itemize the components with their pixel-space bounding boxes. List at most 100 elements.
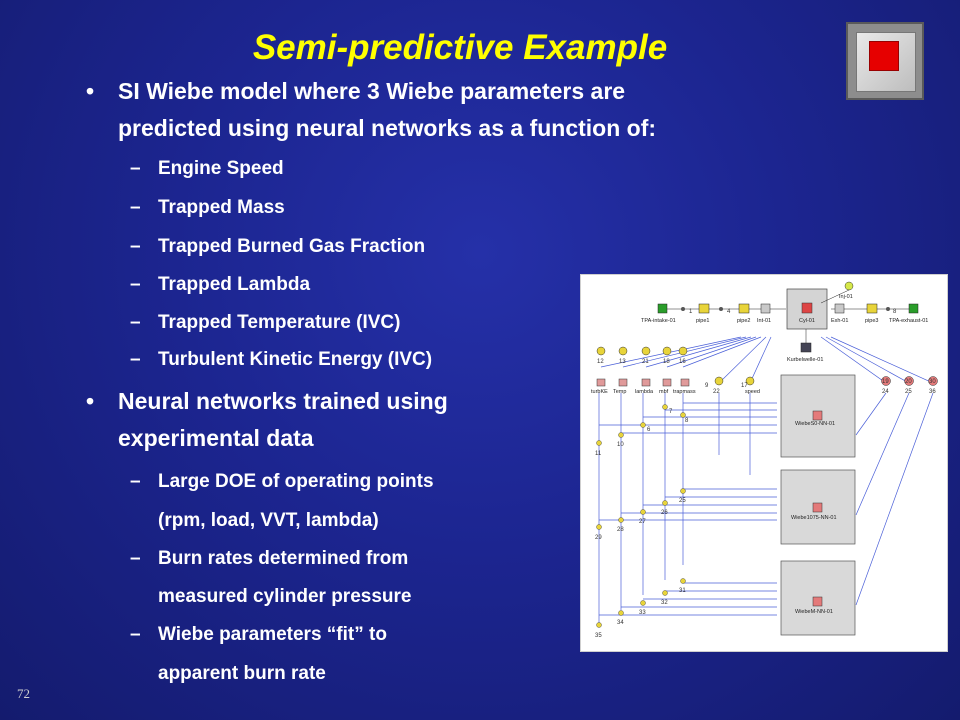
sensor-box-icon — [596, 378, 606, 387]
sensor-icon — [928, 376, 938, 386]
dash-marker: – — [130, 274, 141, 295]
label-exh: Exh-01 — [831, 318, 848, 324]
sensor-icon — [881, 376, 891, 386]
logo-red-square — [869, 41, 899, 71]
dash-marker: – — [130, 624, 141, 645]
sub-item-doe-line-1: Large DOE of operating points — [158, 471, 434, 492]
sensor-icon — [714, 376, 724, 386]
bullet-1-line-1: SI Wiebe model where 3 Wiebe parameters … — [118, 78, 626, 104]
sub-item-doe-line-2: (rpm, load, VVT, lambda) — [158, 510, 379, 531]
num-17: 17 — [741, 383, 748, 389]
bullet-1-line-2: predicted using neural networks as a fun… — [118, 115, 657, 141]
label-wiebes0: WiebeS0-NN-01 — [795, 421, 835, 427]
num-19: 19 — [882, 379, 889, 385]
pipe-icon — [698, 303, 710, 314]
label-trapmass: trapmass — [673, 389, 696, 395]
num-8: 8 — [893, 309, 897, 315]
sub-item-burn-line-1: Burn rates determined from — [158, 548, 409, 569]
num-6: 6 — [647, 427, 651, 433]
dash-marker: – — [130, 197, 141, 218]
label-pipe1: pipe1 — [696, 318, 709, 324]
node-icon — [596, 440, 602, 446]
model-diagram-svg: TPA-intake-01 pipe1 pipe2 Int-01 Cyl-01 … — [591, 281, 938, 639]
logo-icon — [846, 22, 924, 100]
label-wiebem: WiebeM-NN-01 — [795, 609, 833, 615]
sub-item-engine-speed: Engine Speed — [158, 158, 284, 179]
label-turbke: turbKE — [591, 389, 608, 395]
label-speed: speed — [745, 389, 760, 395]
nn-icon — [812, 410, 823, 421]
intake-icon — [657, 303, 668, 314]
bullet-2-line-1: Neural networks trained using — [118, 388, 448, 414]
num-26: 26 — [661, 510, 668, 516]
pipe-icon — [738, 303, 750, 314]
sensor-box-icon — [680, 378, 690, 387]
node-icon — [662, 500, 668, 506]
label-pipe2: pipe2 — [737, 318, 750, 324]
sensor-row-2: turbKE Temp lambda mbf trapmass speed 9 … — [591, 376, 760, 395]
node-icon — [640, 509, 646, 515]
injector-link — [820, 289, 850, 304]
nn-icon — [812, 596, 823, 607]
page-number: 72 — [17, 686, 30, 701]
label-inj: Inj-01 — [839, 294, 853, 300]
num-24: 24 — [882, 389, 889, 395]
num-22: 22 — [713, 389, 720, 395]
sensor-icon — [662, 346, 672, 356]
num-16: 16 — [679, 359, 686, 365]
sensor-box-icon — [662, 378, 672, 387]
valve-icon — [834, 303, 845, 314]
num-27: 27 — [639, 519, 646, 525]
node-icon — [618, 432, 624, 438]
node-icon — [681, 307, 685, 311]
sub-item-tke: Turbulent Kinetic Energy (IVC) — [158, 349, 433, 370]
bullet-marker: • — [86, 388, 95, 414]
node-icon — [618, 610, 624, 616]
num-32: 32 — [661, 600, 668, 606]
node-icon — [662, 404, 668, 410]
dash-marker: – — [130, 349, 141, 370]
num-20: 20 — [905, 379, 912, 385]
node-icon — [680, 412, 686, 418]
slide-title: Semi-predictive Example — [252, 28, 668, 67]
top-row-components — [657, 281, 919, 353]
top-row-labels: TPA-intake-01 pipe1 pipe2 Int-01 Cyl-01 … — [641, 294, 928, 363]
node-icon — [886, 307, 890, 311]
sensor-icon — [904, 376, 914, 386]
nn-blocks: WiebeS0-NN-01 Wiebe1075-NN-01 WiebeM-NN-… — [780, 374, 856, 636]
node-icon — [719, 307, 723, 311]
exhaust-icon — [908, 303, 919, 314]
label-wiebe1075: Wiebe1075-NN-01 — [791, 515, 837, 521]
left-nodes: 11 10 7 6 8 29 28 27 26 25 3 — [595, 404, 689, 639]
bullet-2-line-2: experimental data — [118, 425, 314, 451]
pipe-icon — [866, 303, 878, 314]
num-8b: 8 — [685, 418, 689, 424]
dash-marker: – — [130, 312, 141, 333]
label-temp: Temp — [613, 389, 626, 395]
num-12: 12 — [597, 359, 604, 365]
num-13: 13 — [619, 359, 626, 365]
label-mbf: mbf — [659, 389, 669, 395]
sub-item-trapped-mass: Trapped Mass — [158, 197, 285, 218]
dash-marker: – — [130, 471, 141, 492]
sub-item-burn-line-2: measured cylinder pressure — [158, 586, 412, 607]
num-7: 7 — [669, 409, 673, 415]
num-21: 21 — [642, 359, 649, 365]
num-4: 4 — [727, 309, 731, 315]
label-tpa-exhaust: TPA-exhaust-01 — [889, 318, 928, 324]
num-9: 9 — [705, 383, 709, 389]
model-diagram: TPA-intake-01 pipe1 pipe2 Int-01 Cyl-01 … — [580, 274, 948, 652]
sub-item-lambda: Trapped Lambda — [158, 274, 311, 295]
injector-icon — [844, 281, 854, 291]
node-icon — [640, 600, 646, 606]
num-1: 1 — [689, 309, 693, 315]
num-10: 10 — [617, 442, 624, 448]
bullet-marker: • — [86, 78, 95, 104]
label-crank: Kurbelwelle-01 — [787, 357, 823, 363]
num-18: 18 — [663, 359, 670, 365]
node-icon — [640, 422, 646, 428]
cylinder-icon — [801, 302, 813, 314]
sensor-icon — [618, 346, 628, 356]
num-31: 31 — [679, 588, 686, 594]
